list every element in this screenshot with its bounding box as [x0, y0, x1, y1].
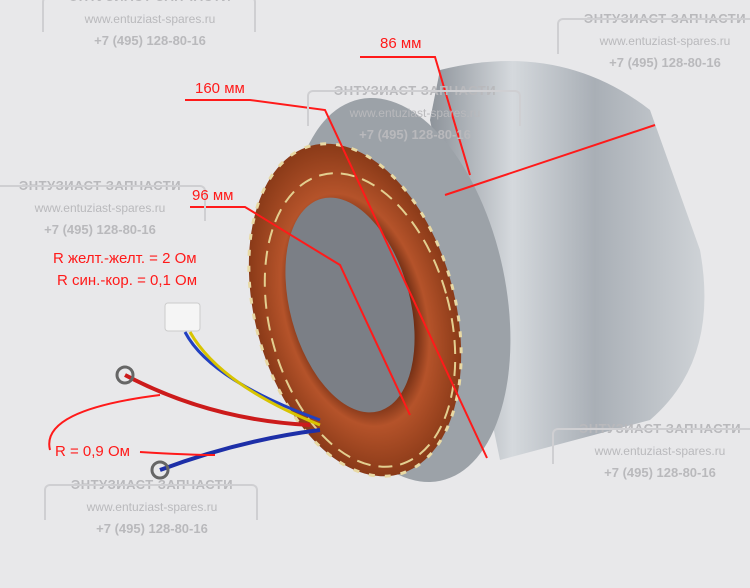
- main-resistance-label: R = 0,9 Ом: [55, 443, 130, 460]
- watermark: ЭНТУЗИАСТ ЗАПЧАСТИwww.entuziast-spares.r…: [42, 0, 256, 52]
- dimension-lines: [48, 56, 656, 459]
- inner-diameter-label: 96 мм: [192, 187, 234, 204]
- yellow-resistance-label: R желт.-желт. = 2 Ом: [53, 250, 197, 267]
- width-label: 86 мм: [380, 35, 422, 52]
- wires: [115, 302, 321, 480]
- outer-diameter-label: 160 мм: [195, 80, 245, 97]
- blue-resistance-label: R син.-кор. = 0,1 Ом: [57, 272, 198, 289]
